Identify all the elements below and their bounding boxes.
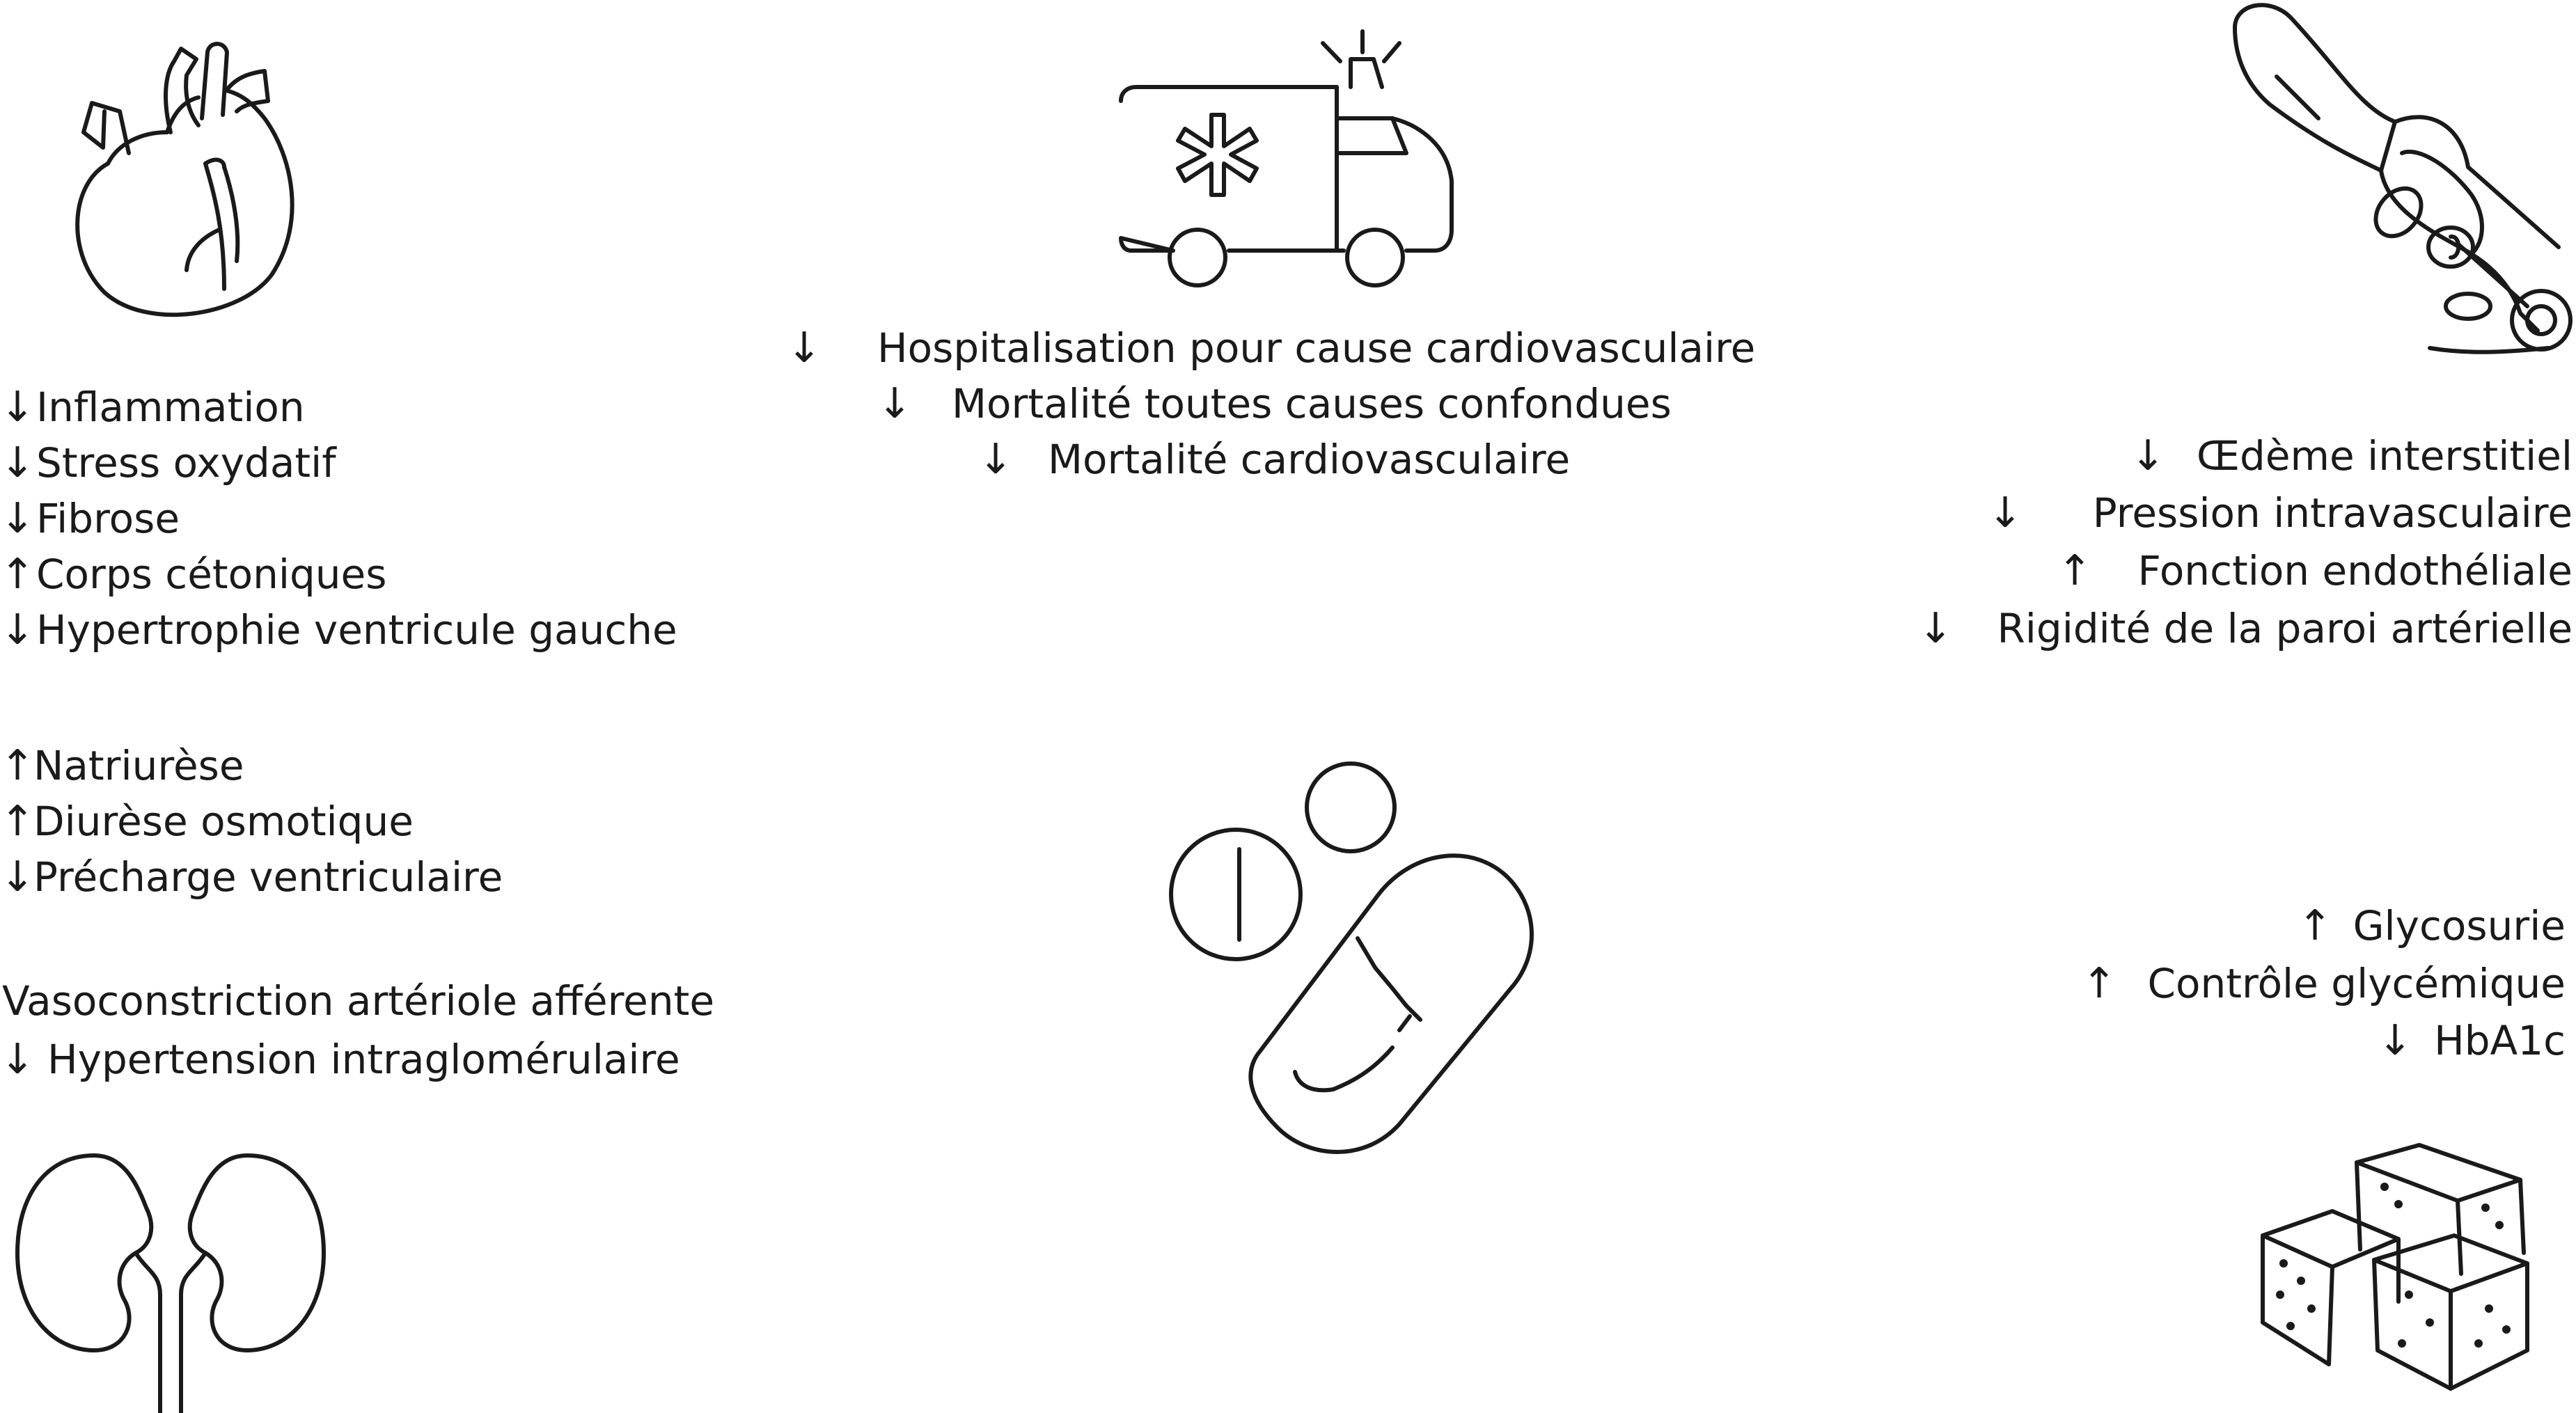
- decrease-arrow-icon: ↓: [787, 324, 822, 372]
- increase-arrow-icon: ↑: [2057, 546, 2093, 595]
- effect-inflammation: ↓ Inflammation: [0, 379, 627, 435]
- effect-hba1c: ↓ HbA1c: [2378, 1013, 2566, 1068]
- decrease-arrow-icon: ↓: [1988, 489, 2023, 537]
- effect-vasoconstriction-arteriole-afferente: Vasoconstriction artériole afférente: [2, 977, 715, 1025]
- effect-controle-glycemique: ↑ Contrôle glycémique: [2082, 956, 2566, 1011]
- effect-fibrose: ↓ Fibrose: [0, 491, 627, 546]
- decrease-arrow-icon: ↓: [0, 439, 36, 487]
- blood-vessel-icon: [2221, 0, 2576, 365]
- sugar-cubes-icon: [2249, 1135, 2541, 1411]
- increase-arrow-icon: ↑: [2082, 959, 2117, 1008]
- increase-arrow-icon: ↑: [2298, 901, 2333, 950]
- decrease-arrow-icon: ↓: [978, 435, 1014, 484]
- outcome-hospitalisation-cardiovasculaire: ↓ Hospitalisation pour cause cardiovascu…: [787, 320, 1761, 376]
- effect-corps-cetoniques: ↑ Corps cétoniques: [0, 546, 627, 602]
- outcome-mortalite-cardiovasculaire: ↓ Mortalité cardiovasculaire: [978, 432, 1744, 487]
- effect-natriurese: ↑ Natriurèse: [0, 738, 627, 794]
- effect-fonction-endotheliale: ↑ Fonction endothéliale: [2057, 543, 2573, 599]
- decrease-arrow-icon: ↓: [0, 383, 36, 432]
- effect-diurese-osmotique: ↑ Diurèse osmotique: [0, 794, 627, 849]
- heart-icon: [42, 21, 306, 327]
- effect-oedeme-interstitiel: ↓ Œdème interstitiel: [2130, 428, 2573, 484]
- effect-stress-oxydatif: ↓ Stress oxydatif: [0, 435, 627, 491]
- outcome-mortalite-toutes-causes: ↓ Mortalité toutes causes confondues: [877, 376, 1782, 432]
- increase-arrow-icon: ↑: [0, 741, 36, 790]
- decrease-arrow-icon: ↓: [1918, 604, 1954, 653]
- effect-hypertrophie-ventricule-gauche: ↓ Hypertrophie ventricule gauche: [0, 602, 696, 658]
- decrease-arrow-icon: ↓: [0, 494, 36, 543]
- decrease-arrow-icon: ↓: [877, 379, 913, 428]
- effect-rigidite-paroi-arterielle: ↓ Rigidité de la paroi artérielle: [1918, 601, 2573, 656]
- decrease-arrow-icon: ↓: [2130, 432, 2166, 480]
- pills-icon: [1163, 759, 1539, 1154]
- ambulance-icon: [1107, 29, 1455, 292]
- kidneys-icon: [10, 1148, 331, 1413]
- effect-hypertension-intraglomerulaire: ↓ Hypertension intraglomérulaire: [0, 1032, 766, 1087]
- decrease-arrow-icon: ↓: [2378, 1016, 2413, 1065]
- effect-glycosurie: ↑ Glycosurie: [2298, 898, 2566, 954]
- increase-arrow-icon: ↑: [0, 797, 36, 846]
- decrease-arrow-icon: ↓: [0, 606, 36, 654]
- effect-pression-intravasculaire: ↓ Pression intravasculaire: [1988, 485, 2573, 541]
- increase-arrow-icon: ↑: [0, 550, 36, 599]
- decrease-arrow-icon: ↓: [0, 1035, 36, 1084]
- decrease-arrow-icon: ↓: [0, 853, 36, 901]
- effect-precharge-ventriculaire: ↓ Précharge ventriculaire: [0, 849, 627, 905]
